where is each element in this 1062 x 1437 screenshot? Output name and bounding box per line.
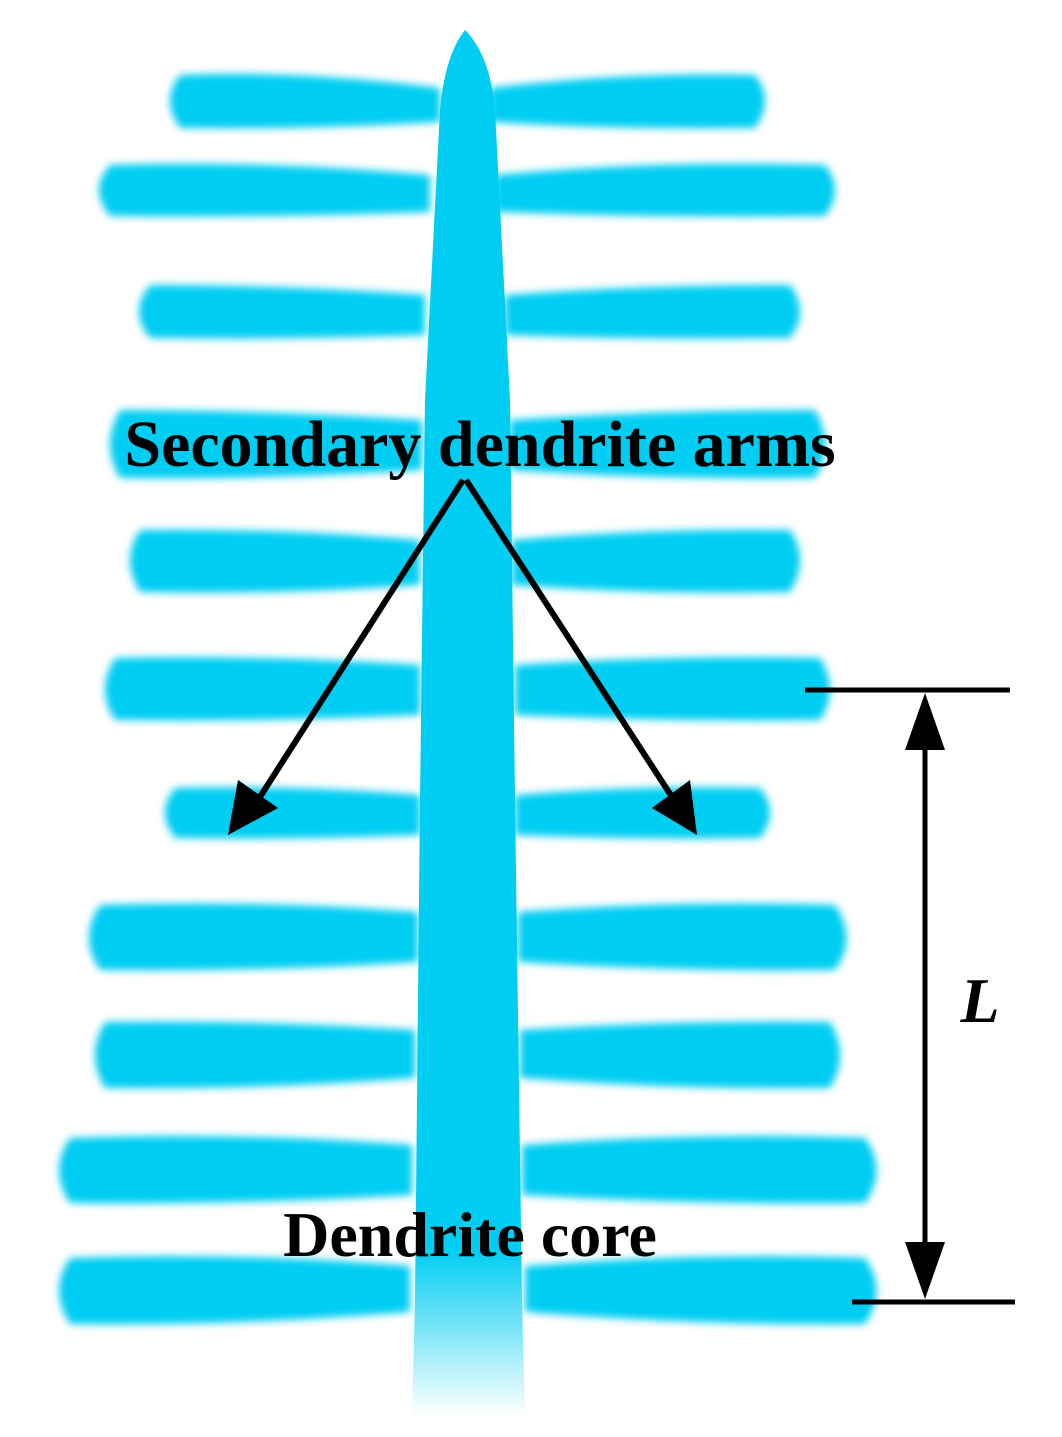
arm-right-2 (495, 163, 835, 217)
arm-right-10 (522, 1136, 877, 1204)
arm-left-1 (170, 73, 440, 129)
arm-left-6 (105, 657, 420, 721)
arm-right-3 (505, 285, 800, 339)
arm-right-5 (512, 529, 800, 593)
dendrite-core-label: Dendrite core (283, 1199, 657, 1270)
secondary-arms-left (59, 73, 440, 1325)
dimension-arrow-up-icon (905, 693, 945, 750)
arm-right-6 (515, 657, 830, 721)
arm-right-1 (490, 74, 765, 129)
arm-right-8 (518, 903, 847, 971)
dimension-arrowheads (905, 693, 945, 1299)
arm-left-11 (59, 1256, 410, 1325)
secondary-arms-right (490, 74, 877, 1325)
arm-left-2 (99, 163, 430, 217)
arm-left-9 (95, 1021, 415, 1089)
arm-right-9 (520, 1021, 840, 1089)
arm-left-5 (130, 529, 420, 593)
arm-left-3 (139, 285, 425, 339)
spacing-label: L (959, 965, 999, 1036)
arrow-right-line (463, 478, 677, 802)
arm-left-8 (89, 903, 418, 971)
arm-right-11 (525, 1256, 877, 1325)
spacing-dimension (805, 687, 1015, 1305)
arm-left-4 (110, 410, 422, 479)
arrowhead-right-icon (652, 780, 697, 835)
arrow-left-line (255, 478, 466, 802)
arrowhead-left-icon (228, 780, 278, 835)
dimension-arrow-down-icon (905, 1242, 945, 1299)
secondary-arms-label: Secondary dendrite arms (124, 408, 835, 481)
arm-right-4 (510, 410, 825, 479)
dendrite-trunk (412, 30, 525, 1415)
arm-right-7 (515, 787, 770, 839)
arrowheads (228, 780, 697, 835)
arm-left-7 (165, 787, 420, 839)
arm-left-10 (59, 1136, 412, 1204)
annotation-arrows (255, 478, 677, 802)
